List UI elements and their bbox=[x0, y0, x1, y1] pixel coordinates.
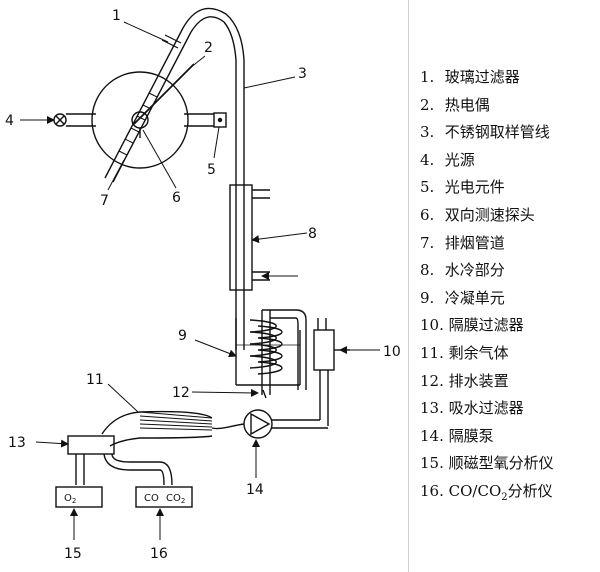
legend-text: 不锈钢取样管线 bbox=[444, 123, 550, 142]
legend-number: 8. bbox=[420, 261, 435, 280]
callout-9: 9 bbox=[178, 328, 187, 344]
callout-1: 1 bbox=[112, 8, 121, 24]
legend-item: 8. 水冷部分 bbox=[420, 257, 554, 285]
legend-number: 4. bbox=[420, 150, 435, 169]
leader-11 bbox=[107, 383, 139, 413]
leader-3 bbox=[243, 76, 296, 89]
callout-10: 10 bbox=[383, 344, 401, 360]
co2-analyzer-label: CO2 bbox=[166, 493, 185, 505]
legend-item: 12. 排水装置 bbox=[420, 368, 554, 396]
o2-analyzer-label: O2 bbox=[64, 493, 76, 505]
legend-number: 2. bbox=[420, 95, 435, 114]
legend-item: 5. 光电元件 bbox=[420, 174, 554, 202]
legend-number: 10. bbox=[420, 316, 444, 335]
photocell bbox=[213, 112, 227, 128]
legend-text: 隔膜过滤器 bbox=[448, 316, 524, 335]
legend-item: 4. 光源 bbox=[420, 147, 554, 175]
legend-number: 3. bbox=[420, 123, 435, 142]
co-co2-analyzer bbox=[135, 486, 193, 508]
legend-text: 水冷部分 bbox=[444, 261, 505, 280]
legend-text: 剩余气体 bbox=[448, 343, 509, 362]
legend-item: 1. 玻璃过滤器 bbox=[420, 64, 554, 92]
o2-analyzer bbox=[55, 486, 103, 508]
callout-11: 11 bbox=[86, 372, 104, 388]
leader-2 bbox=[189, 55, 206, 69]
legend-text: 隔膜泵 bbox=[448, 426, 494, 445]
legend-item: 16. CO/CO2分析仪 bbox=[420, 478, 554, 506]
leader-7 bbox=[107, 159, 125, 191]
legend-number: 9. bbox=[420, 288, 435, 307]
leader-5 bbox=[213, 126, 220, 159]
legend-item: 11. 剩余气体 bbox=[420, 340, 554, 368]
condenser-unit bbox=[235, 309, 307, 395]
callout-16: 16 bbox=[150, 546, 168, 562]
callout-13: 13 bbox=[8, 435, 26, 451]
callout-6: 6 bbox=[172, 190, 181, 206]
legend-number: 14. bbox=[420, 426, 444, 445]
legend-item: 7. 排烟管道 bbox=[420, 230, 554, 258]
legend-item: 9. 冷凝单元 bbox=[420, 285, 554, 313]
legend-item: 3. 不锈钢取样管线 bbox=[420, 119, 554, 147]
diaphragm-pump bbox=[243, 409, 328, 439]
callout-3: 3 bbox=[298, 66, 307, 82]
leader-6 bbox=[142, 129, 177, 189]
legend-text: 玻璃过滤器 bbox=[444, 68, 520, 86]
legend-text: 热电偶 bbox=[444, 95, 490, 114]
flue-duct bbox=[66, 71, 214, 169]
schematic-diagram: O2 CO CO2 1 2 3 4 5 6 7 8 9 10 11 12 13 … bbox=[5, 7, 401, 562]
legend-text: 冷凝单元 bbox=[444, 288, 505, 307]
legend-text: 排水装置 bbox=[448, 371, 509, 390]
legend-text: 顺磁型氧分析仪 bbox=[448, 454, 554, 473]
legend-divider bbox=[408, 0, 409, 572]
legend-number: 7. bbox=[420, 233, 435, 252]
leader-1 bbox=[123, 21, 169, 43]
light-source bbox=[53, 113, 67, 127]
legend-number: 1. bbox=[420, 68, 435, 86]
sampling-line bbox=[182, 7, 245, 350]
leader-8 bbox=[251, 232, 308, 244]
membrane-filter bbox=[313, 318, 350, 426]
legend-text: 光源 bbox=[444, 150, 475, 169]
leader-12 bbox=[191, 388, 259, 397]
legend-subscript: 2 bbox=[501, 491, 508, 503]
legend-text: 吸水过滤器 bbox=[448, 399, 524, 418]
callout-2: 2 bbox=[204, 40, 213, 56]
legend-item: 15. 顺磁型氧分析仪 bbox=[420, 450, 554, 478]
legend-text: CO/CO bbox=[448, 481, 502, 500]
legend-text: 光电元件 bbox=[444, 178, 505, 197]
co-analyzer-label: CO bbox=[144, 493, 159, 504]
legend-number: 13. bbox=[420, 399, 444, 418]
legend-item: 14. 隔膜泵 bbox=[420, 423, 554, 451]
legend-item: 10. 隔膜过滤器 bbox=[420, 312, 554, 340]
callout-8: 8 bbox=[308, 226, 317, 242]
legend-number: 6. bbox=[420, 205, 435, 224]
callout-4: 4 bbox=[5, 113, 14, 129]
callout-12: 12 bbox=[172, 385, 190, 401]
legend-number: 11. bbox=[420, 343, 444, 362]
legend-suffix: 分析仪 bbox=[507, 481, 553, 500]
legend-number: 16. bbox=[420, 481, 444, 500]
legend-number: 12. bbox=[420, 371, 444, 390]
leader-13 bbox=[35, 439, 69, 448]
callout-14: 14 bbox=[246, 482, 264, 498]
manifold bbox=[101, 410, 245, 447]
callout-5: 5 bbox=[207, 162, 216, 178]
callout-7: 7 bbox=[100, 193, 109, 209]
legend-number: 15. bbox=[420, 454, 444, 473]
legend-text: 排烟管道 bbox=[444, 233, 505, 252]
legend-item: 6. 双向测速探头 bbox=[420, 202, 554, 230]
water-absorption-filter bbox=[67, 435, 173, 486]
callout-15: 15 bbox=[64, 546, 82, 562]
legend-item: 2. 热电偶 bbox=[420, 92, 554, 120]
drain-device bbox=[262, 389, 267, 399]
legend-text: 双向测速探头 bbox=[444, 205, 535, 224]
legend-item: 13. 吸水过滤器 bbox=[420, 395, 554, 423]
thermocouple bbox=[133, 63, 195, 125]
sampling-probe bbox=[104, 27, 192, 183]
leader-9 bbox=[194, 339, 237, 358]
legend-number: 5. bbox=[420, 178, 435, 197]
